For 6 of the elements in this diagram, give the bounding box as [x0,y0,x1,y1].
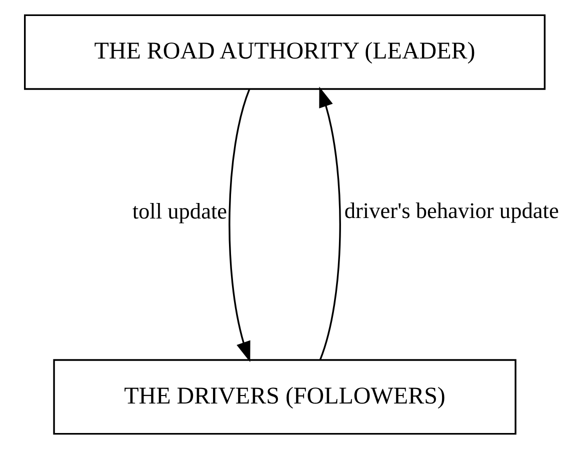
edge-label: toll update [132,198,227,224]
arrow [228,88,250,362]
node-box: THE DRIVERS (FOLLOWERS) [52,359,516,435]
edge-label: driver's behavior update [344,198,558,223]
arrow [318,86,340,360]
node-box: THE ROAD AUTHORITY (LEADER) [24,14,546,90]
